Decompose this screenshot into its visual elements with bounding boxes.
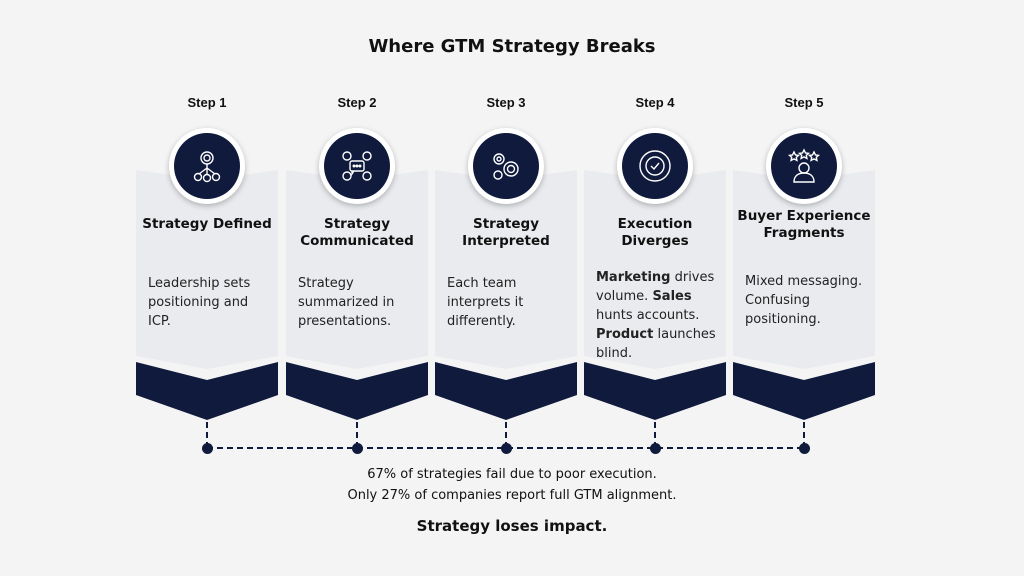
step-icon-badge: [766, 128, 842, 204]
step-description: Mixed messaging. Confusing positioning.: [745, 272, 871, 329]
step-column: Step 5 Buyer Experience Fragments Mixed …: [733, 0, 875, 460]
step-icon-badge: [169, 128, 245, 204]
timeline-dot: [799, 443, 810, 454]
step-panel: [286, 170, 428, 369]
chevron-arrow: [733, 362, 875, 420]
body-bold: Marketing: [596, 270, 671, 285]
step-description: Each team interprets it differently.: [447, 274, 573, 331]
chevron-arrow: [584, 362, 726, 420]
page-title: Where GTM Strategy Breaks: [368, 36, 656, 57]
connector-line: [356, 422, 358, 448]
step-heading: Strategy Defined: [142, 216, 272, 232]
step-panel: [435, 170, 577, 369]
body-text: launches blind.: [596, 327, 716, 361]
step-description: Strategy summarized in presentations.: [298, 274, 424, 331]
person-stars-icon: [787, 148, 821, 183]
body-text: Leadership sets positioning and ICP.: [148, 276, 251, 329]
step-icon-badge: [319, 128, 395, 204]
chevron-arrow: [136, 362, 278, 420]
body-bold: Sales: [652, 289, 692, 304]
step-column: Step 2 Strategy Communicated Strategy su…: [286, 0, 428, 460]
step-panel: [584, 170, 726, 369]
step-heading: Buyer Experience Fragments: [737, 208, 871, 241]
connector-line: [505, 422, 507, 448]
step-label: Step 1: [187, 95, 227, 110]
chevron-arrow: [435, 362, 577, 420]
step-heading: Strategy Interpreted: [462, 216, 550, 249]
body-text: hunts accounts.: [596, 308, 700, 323]
timeline-dot: [650, 443, 661, 454]
stat-line-1: 67% of strategies fail due to poor execu…: [367, 467, 657, 482]
connector-line: [654, 422, 656, 448]
target-network-icon: [193, 151, 221, 183]
step-description: Leadership sets positioning and ICP.: [148, 274, 274, 331]
body-text: Mixed messaging. Confusing positioning.: [745, 274, 863, 327]
step-label: Step 3: [486, 95, 526, 110]
timeline-dot: [352, 443, 363, 454]
step-column: Step 4 Execution Diverges Marketing driv…: [584, 0, 726, 460]
chevron-arrow: [286, 362, 428, 420]
timeline-dot: [501, 443, 512, 454]
step-label: Step 2: [337, 95, 377, 110]
stat-line-2: Only 27% of companies report full GTM al…: [347, 488, 677, 503]
body-text: drives volume.: [596, 270, 715, 304]
connector-line: [206, 422, 208, 448]
gear-check-icon: [639, 150, 671, 182]
step-icon-badge: [617, 128, 693, 204]
step-icon-badge: [468, 128, 544, 204]
step-heading: Execution Diverges: [617, 216, 693, 249]
timeline-dot: [202, 443, 213, 454]
gears-target-icon: [493, 153, 519, 180]
body-bold: Product: [596, 327, 654, 342]
step-label: Step 5: [784, 95, 824, 110]
step-panel: [733, 170, 875, 369]
step-panel: [136, 170, 278, 369]
body-text: Each team interprets it differently.: [447, 276, 524, 329]
step-description: Marketing drives volume. Sales hunts acc…: [596, 268, 722, 363]
connector-line: [803, 422, 805, 448]
step-heading: Strategy Communicated: [300, 216, 414, 249]
body-text: Strategy summarized in presentations.: [298, 276, 395, 329]
chat-people-icon: [342, 151, 372, 181]
step-label: Step 4: [635, 95, 675, 110]
conclusion: Strategy loses impact.: [416, 517, 608, 535]
step-column: Step 1 Strategy Defined Leadership sets …: [136, 0, 278, 460]
step-column: Step 3 Strategy Interpreted Each team in…: [435, 0, 577, 460]
